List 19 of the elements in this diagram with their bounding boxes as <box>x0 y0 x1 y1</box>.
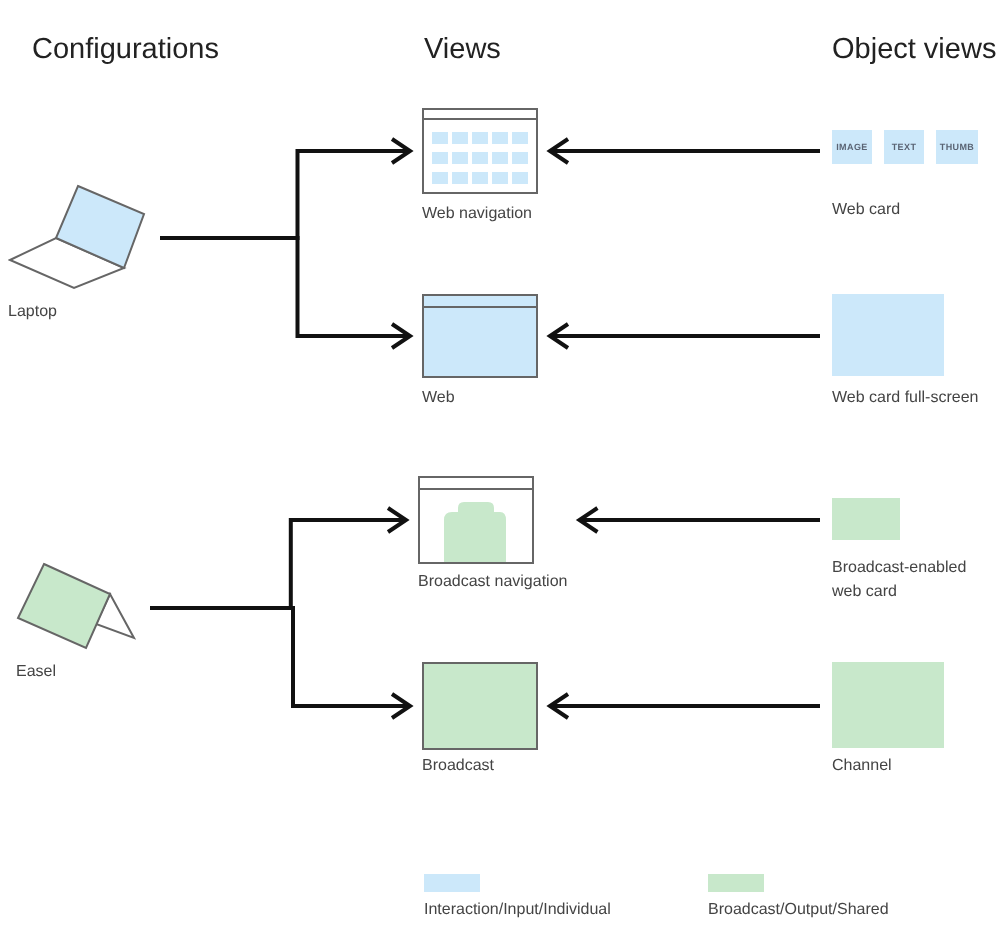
node-caption: Easel <box>16 662 57 682</box>
column-heading: Views <box>424 34 501 68</box>
legend-label: Broadcast/Output/Shared <box>708 900 889 920</box>
node-caption: Laptop <box>8 302 57 322</box>
node-caption: Web navigation <box>422 204 532 224</box>
node-caption: Broadcast-enabled web card <box>832 556 969 604</box>
column-heading: Object views <box>832 34 997 68</box>
node-caption: Web <box>422 388 455 408</box>
node-caption: Broadcast navigation <box>418 572 568 592</box>
arrow <box>548 137 820 165</box>
arrow <box>577 506 820 534</box>
node-caption: Broadcast <box>422 756 495 776</box>
node-caption: Web card <box>832 200 901 220</box>
arrow <box>548 322 820 350</box>
legend-label: Interaction/Input/Individual <box>424 900 611 920</box>
node-caption: Web card full-screen <box>832 388 979 408</box>
node-caption: Channel <box>832 756 892 776</box>
arrow <box>548 692 820 720</box>
column-heading: Configurations <box>32 34 219 68</box>
